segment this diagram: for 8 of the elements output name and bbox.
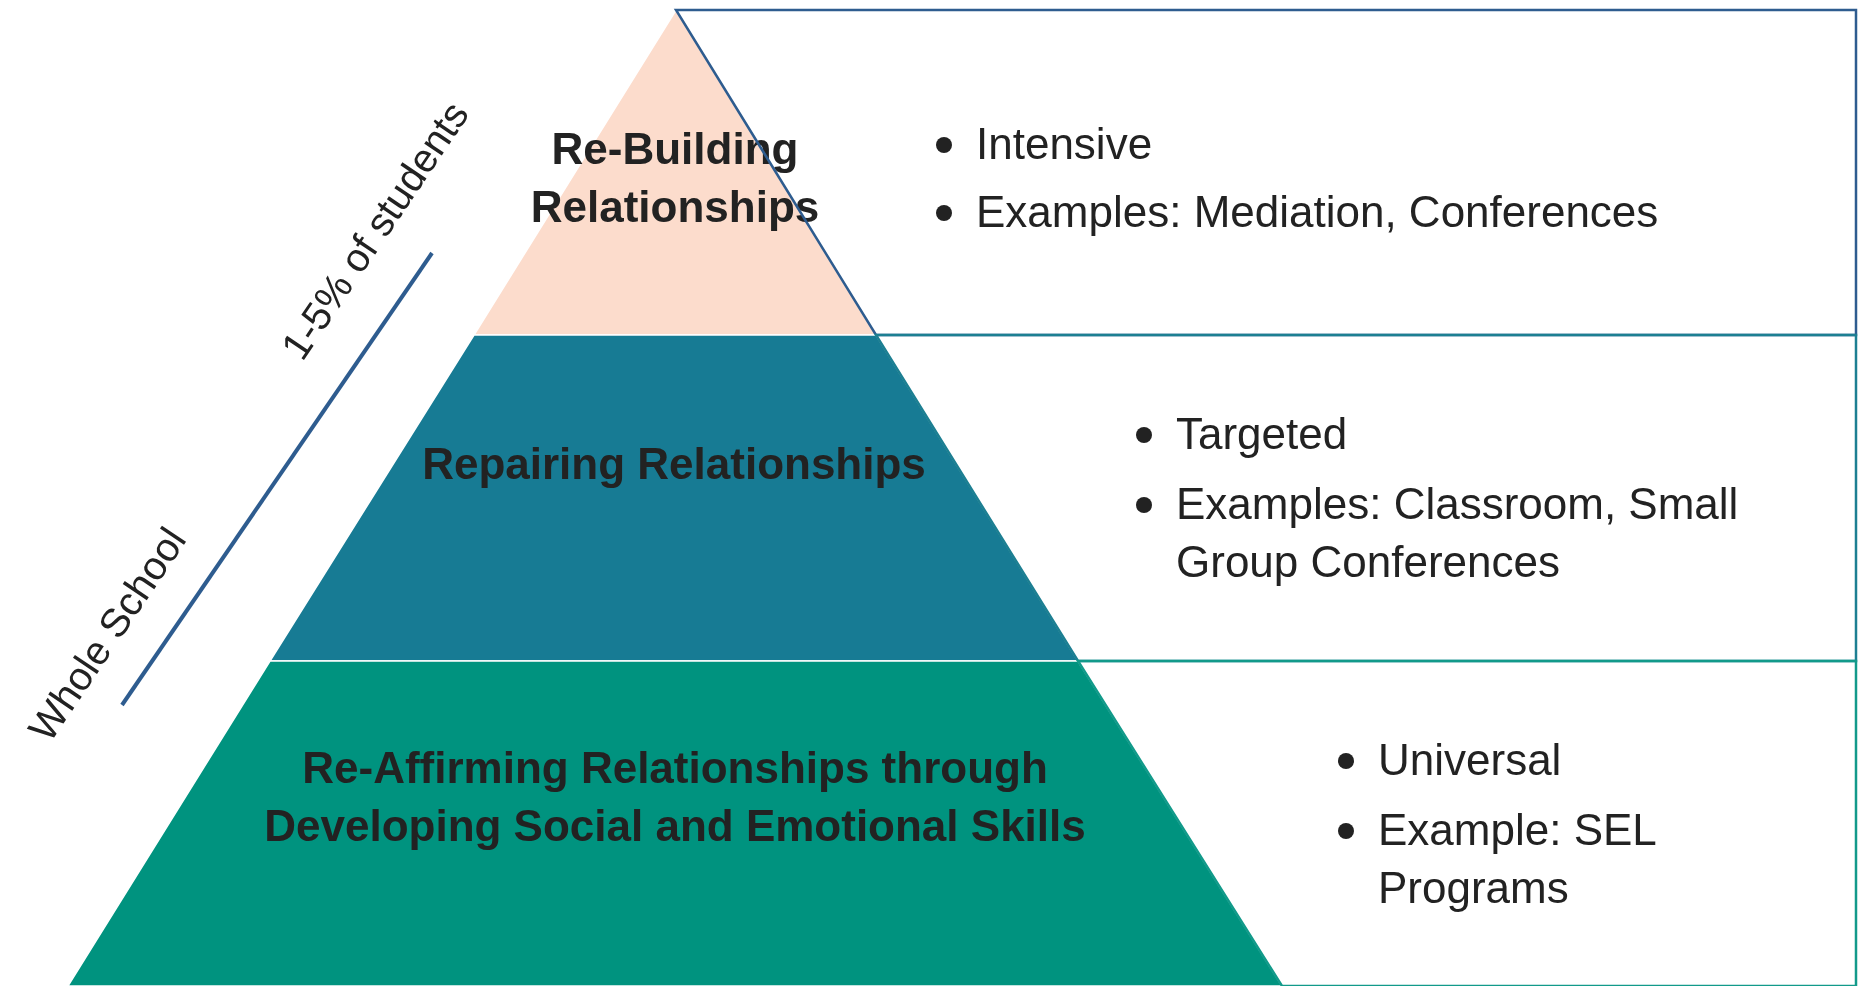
- tier-title: Re-Affirming Relationships through Developing Social and Emotional Skills: [263, 742, 1087, 852]
- bullet-text: Examples: Classroom, Small Group Conferences: [1176, 478, 1740, 588]
- bullet-text: Universal: [1378, 734, 1562, 786]
- tier-title: Repairing Relationships: [421, 438, 927, 490]
- bullet-text: Example: SEL Programs: [1378, 804, 1657, 914]
- bullet-text: Intensive: [976, 118, 1153, 170]
- bullet-text: Targeted: [1176, 408, 1348, 460]
- bullet-text: Examples: Mediation, Conferences: [976, 186, 1659, 238]
